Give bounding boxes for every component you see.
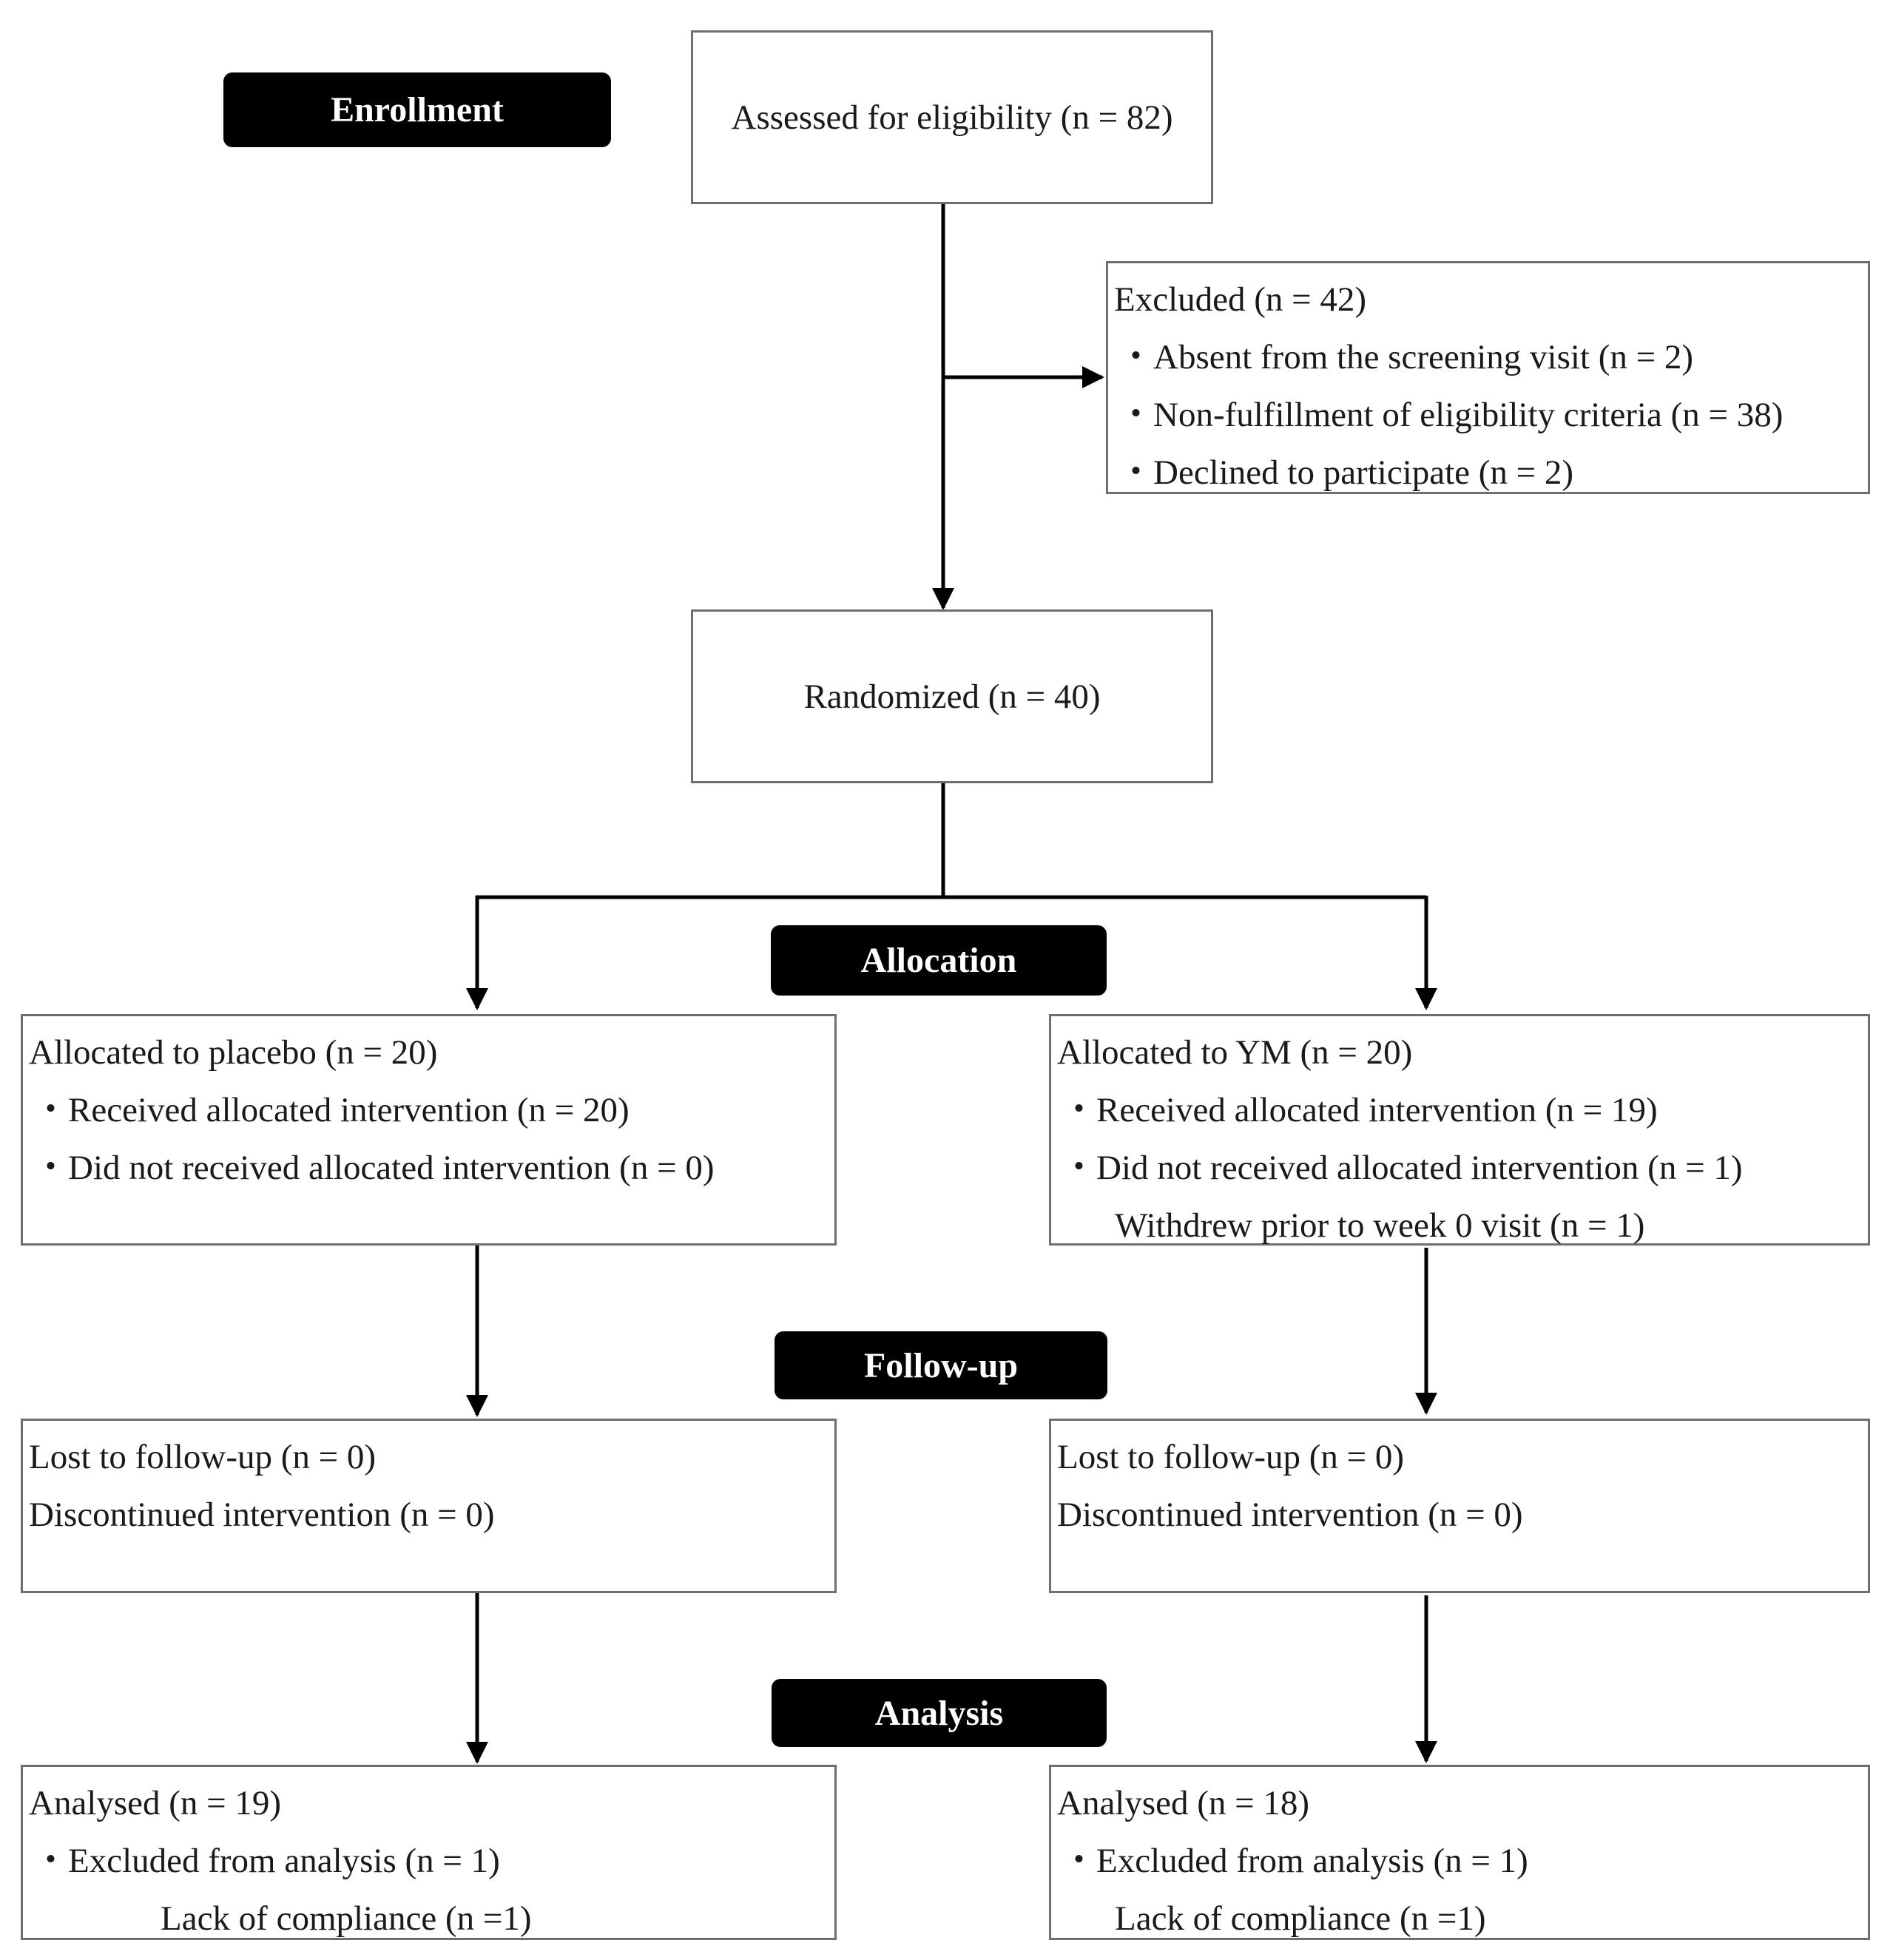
ym-followup-box: Lost to follow-up (n = 0) Discontinued i… <box>1049 1419 1870 1593</box>
placebo-received: ・Received allocated intervention (n = 20… <box>33 1091 630 1129</box>
placebo-allocation-title: Allocated to placebo (n = 20) <box>29 1033 438 1072</box>
ym-analysed: Analysed (n = 18) <box>1057 1784 1310 1822</box>
placebo-excluded-from-analysis: ・Excluded from analysis (n = 1) <box>33 1842 500 1880</box>
ym-allocation-box: Allocated to YM (n = 20) ・Received alloc… <box>1049 1014 1870 1246</box>
placebo-analysed: Analysed (n = 19) <box>29 1784 282 1822</box>
stage-label-allocation: Allocation <box>771 925 1107 996</box>
ym-not-received: ・Did not received allocated intervention… <box>1062 1149 1743 1187</box>
excluded-reason: ・Declined to participate (n = 2) <box>1118 453 1574 492</box>
assessed-box: Assessed for eligibility (n = 82) <box>691 30 1213 204</box>
placebo-not-received: ・Did not received allocated intervention… <box>33 1149 715 1187</box>
excluded-reason: ・Absent from the screening visit (n = 2) <box>1118 338 1694 376</box>
ym-excluded-from-analysis: ・Excluded from analysis (n = 1) <box>1062 1842 1528 1880</box>
ym-withdrew: Withdrew prior to week 0 visit (n = 1) <box>1115 1206 1645 1245</box>
stage-label-analysis: Analysis <box>772 1679 1107 1747</box>
placebo-allocation-box: Allocated to placebo (n = 20) ・Received … <box>21 1014 837 1246</box>
placebo-discontinued: Discontinued intervention (n = 0) <box>29 1496 495 1534</box>
placebo-exclusion-reason: Lack of compliance (n =1) <box>161 1899 532 1938</box>
excluded-reason: ・Non-fulfillment of eligibility criteria… <box>1118 396 1784 434</box>
placebo-lost-to-follow-up: Lost to follow-up (n = 0) <box>29 1438 377 1476</box>
placebo-followup-box: Lost to follow-up (n = 0) Discontinued i… <box>21 1419 837 1593</box>
ym-lost-to-follow-up: Lost to follow-up (n = 0) <box>1057 1438 1405 1476</box>
stage-label-enrollment: Enrollment <box>223 72 611 147</box>
assessed-text: Assessed for eligibility (n = 82) <box>731 98 1173 137</box>
placebo-analysis-box: Analysed (n = 19) ・Excluded from analysi… <box>21 1765 837 1940</box>
excluded-title: Excluded (n = 42) <box>1114 280 1367 319</box>
ym-exclusion-reason: Lack of compliance (n =1) <box>1115 1899 1486 1938</box>
randomized-box: Randomized (n = 40) <box>691 609 1213 783</box>
stage-label-follow-up: Follow-up <box>775 1331 1107 1399</box>
ym-allocation-title: Allocated to YM (n = 20) <box>1057 1033 1413 1072</box>
ym-analysis-box: Analysed (n = 18) ・Excluded from analysi… <box>1049 1765 1870 1940</box>
randomized-text: Randomized (n = 40) <box>803 677 1101 716</box>
ym-discontinued: Discontinued intervention (n = 0) <box>1057 1496 1523 1534</box>
ym-received: ・Received allocated intervention (n = 19… <box>1062 1091 1658 1129</box>
excluded-box: Excluded (n = 42) ・Absent from the scree… <box>1106 261 1870 494</box>
